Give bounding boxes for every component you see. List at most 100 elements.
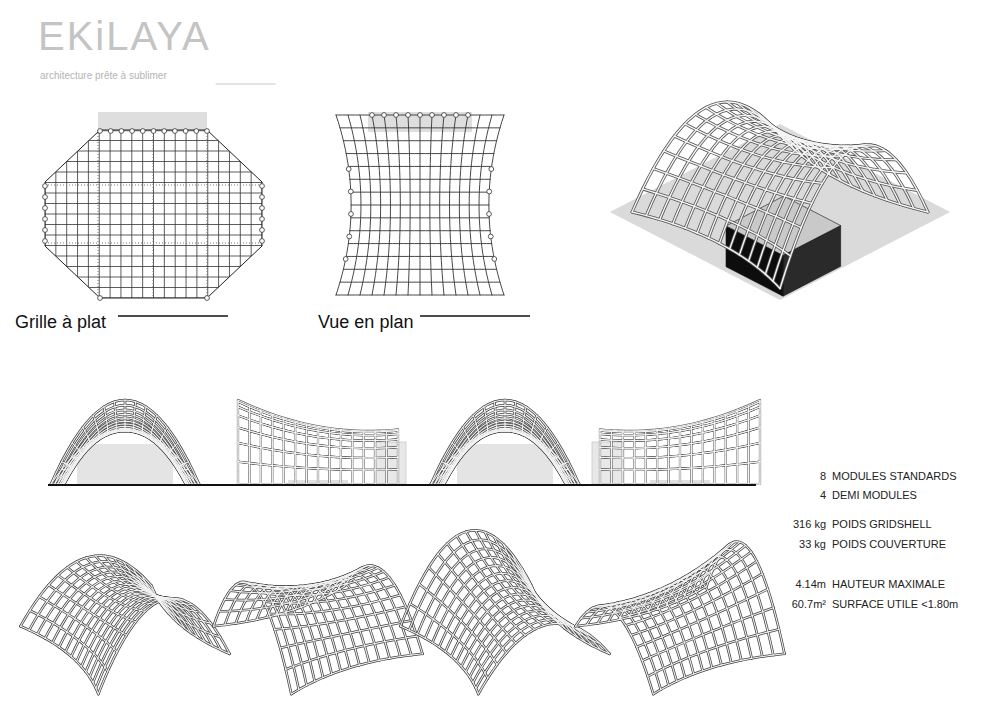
lath (634, 431, 635, 484)
lath (77, 562, 155, 604)
lath (133, 568, 211, 623)
stat-label: POIDS COUVERTURE (832, 538, 946, 550)
lath (241, 566, 372, 587)
anchor-pin (43, 195, 48, 200)
lath (442, 462, 453, 470)
lath (463, 427, 471, 448)
lath (765, 146, 900, 274)
lath-edge (348, 115, 361, 295)
lath (260, 410, 261, 484)
lath (452, 443, 462, 458)
stat-value: 8 (820, 470, 826, 482)
lath (142, 576, 220, 637)
lath-edge (632, 212, 780, 289)
lath (409, 540, 534, 630)
lath (637, 589, 768, 647)
lath (476, 620, 601, 689)
lath (267, 586, 332, 674)
lath (600, 443, 760, 458)
anchor-pin (98, 296, 103, 301)
lath (540, 427, 548, 448)
anchor-pin (183, 129, 188, 134)
lath (668, 428, 669, 484)
anchor-pin (418, 113, 423, 118)
lath (275, 607, 406, 630)
grid-lath (40, 266, 266, 267)
stat-value: 4 (820, 489, 826, 501)
lath-edge (360, 115, 371, 295)
anchor-pin (43, 239, 48, 244)
lath (152, 586, 230, 654)
lath-edge (489, 115, 504, 295)
lath (664, 151, 812, 203)
lath-edge (430, 115, 432, 295)
anchor-pin (194, 129, 199, 134)
lath (410, 604, 488, 679)
lath-edge (51, 400, 199, 484)
lath (653, 654, 784, 694)
lath (648, 629, 779, 676)
anchor-pin (119, 129, 124, 134)
lath (168, 443, 178, 458)
lath (213, 582, 291, 694)
lath (142, 407, 146, 435)
anchor-pin (173, 129, 178, 134)
lath (283, 418, 284, 484)
flat-grid (40, 125, 266, 300)
lath (445, 581, 553, 652)
lath (238, 407, 398, 435)
lath-edge (459, 115, 468, 295)
anchor-pin (108, 129, 113, 134)
lath-edge (431, 400, 579, 484)
lath-edge (757, 146, 887, 268)
lath-edge (98, 598, 229, 694)
lath (431, 429, 579, 484)
lath-edge (63, 430, 187, 484)
lath (473, 415, 479, 440)
stat-value: 60.7m² (792, 598, 826, 610)
anchor-pin (343, 257, 348, 262)
lath (717, 103, 865, 146)
lath (238, 427, 398, 448)
lath-edge (400, 626, 478, 694)
lath (257, 586, 323, 677)
lath (238, 415, 398, 440)
module-lines (45, 130, 262, 298)
lath (557, 462, 568, 470)
lath (457, 536, 535, 629)
perspective (213, 566, 422, 694)
lath (329, 428, 330, 484)
grid-lath (55, 125, 56, 300)
lath (600, 415, 760, 440)
lath (470, 611, 585, 677)
lath-edge (64, 428, 186, 484)
module-line (98, 130, 99, 298)
lath (124, 400, 125, 431)
lath (363, 431, 364, 484)
lath-edge (142, 576, 220, 637)
lath (674, 136, 822, 183)
lath (680, 426, 681, 484)
lath (238, 400, 239, 484)
lath (419, 584, 497, 665)
lath (600, 402, 760, 432)
lath (238, 400, 398, 431)
lath (600, 462, 760, 470)
lath (64, 428, 186, 484)
anchor-pin (260, 239, 265, 244)
lath (759, 114, 907, 173)
grid-lath (40, 287, 266, 288)
anchor-pin (205, 129, 210, 134)
lath (600, 407, 760, 435)
anchor-pin (347, 234, 352, 239)
anchor-pin (43, 206, 48, 211)
lath (532, 586, 610, 654)
lath (657, 580, 721, 665)
lath-edge (773, 146, 914, 281)
lath (114, 558, 192, 605)
anchor-pin (260, 195, 265, 200)
logo-rule (216, 84, 276, 85)
title-rule (420, 315, 530, 316)
stat-label: HAUTEUR MAXIMALE (832, 578, 945, 590)
lath (504, 400, 505, 431)
